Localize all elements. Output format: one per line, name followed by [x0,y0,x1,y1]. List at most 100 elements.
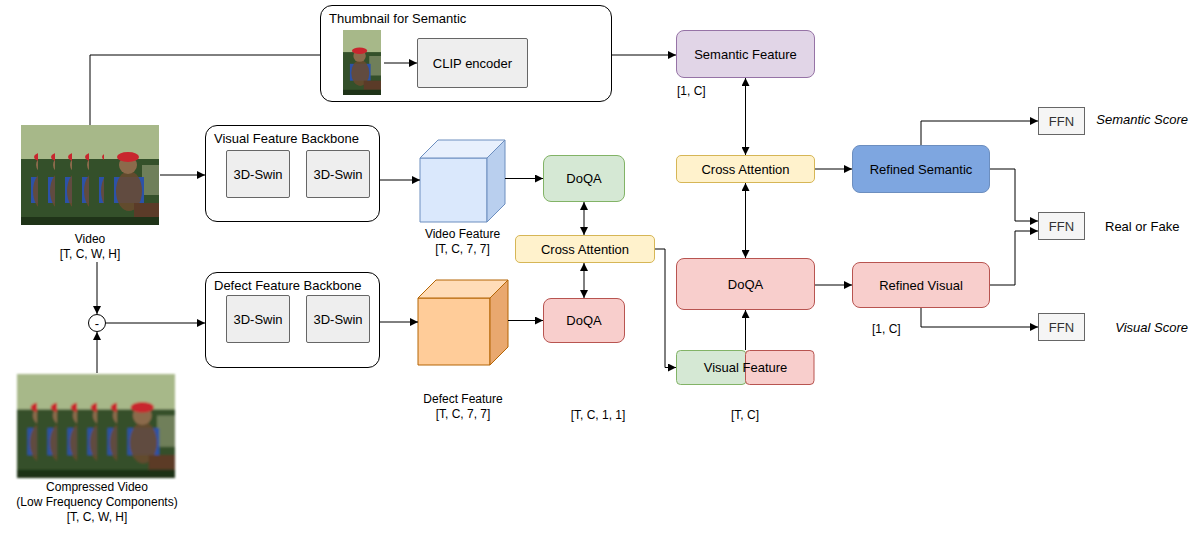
video-frames [21,125,159,225]
ffn-box: FFN [1038,212,1085,240]
node-label: 3D-Swin [313,312,362,327]
operator-outline [89,315,106,332]
swin-block: 3D-Swin [306,150,370,198]
flow-arrow [921,308,1038,327]
flow-arrow [815,169,852,170]
visual-feature-box: Visual Feature [676,350,815,385]
cube-front [418,298,490,365]
thumbnail-image [343,30,381,95]
flow-arrow [655,249,676,368]
output-label: Visual Score [1115,320,1188,335]
dimension-label: [1, C] [872,322,901,337]
panel-title: Defect Feature Backbone [214,278,361,293]
flow-arrow [745,310,746,350]
dimension-label: [1, C] [677,84,706,99]
ffn-box: FFN [1038,313,1085,341]
node-label: Cross Attention [701,162,789,177]
flow-arrow [508,320,543,321]
node-label: 3D-Swin [313,167,362,182]
node-label: CLIP encoder [433,56,512,71]
flow-arrow [97,262,98,314]
caption: [T, C, W, H] [67,510,128,525]
flow-arrow [584,202,585,235]
caption: Video [75,232,105,247]
doqa-box: DoQA [543,155,625,202]
attention-box: Cross Attention [676,155,815,183]
flow-arrow [990,169,1038,221]
thumbnail-panel: Thumbnail for SemanticCLIP encoder [320,5,612,102]
flow-arrow [90,55,320,125]
flow-arrow [97,332,98,373]
flow-arrow [380,180,420,181]
node-label: Cross Attention [541,242,629,257]
caption: Video Feature [425,227,500,242]
video-frames: Video[T, C, W, H] [20,125,160,262]
node-label: - [95,316,99,331]
refined-box: Refined Visual [852,262,990,308]
flow-arrow [990,231,1038,285]
node-label: Semantic Feature [694,47,797,62]
flow-arrow [505,178,543,179]
node-label: DoQA [566,313,601,328]
flow-arrow [380,322,418,323]
attention-box: Cross Attention [515,235,655,263]
compressed-frames [17,374,175,478]
swin-block: 3D-Swin [226,150,290,198]
panel-title: Visual Feature Backbone [214,131,359,146]
video-frames: Compressed Video(Low Frequency Component… [12,373,182,525]
node-label: Refined Visual [879,278,963,293]
dimension-label: [T, C, 1, 1] [571,408,626,423]
caption: Compressed Video [46,480,148,495]
node-label: DoQA [728,277,763,292]
frame [117,374,175,478]
defect-feature-cube [418,280,508,365]
swin-block: 3D-Swin [226,295,290,343]
frame [104,125,159,225]
cube-front [420,158,487,222]
flow-arrow [745,183,746,258]
refined-box: Refined Semantic [852,145,990,193]
doqa-box: DoQA [676,258,815,310]
caption: Defect Feature [423,392,502,407]
backbone-panel: Defect Feature Backbone 3D-Swin 3D-Swin [205,272,380,368]
cube-side [487,140,505,222]
node-label: Visual Feature [704,360,788,375]
feature-cube: Defect Feature[T, C, 7, 7] [418,280,508,422]
flow-arrow [815,285,852,286]
encoder-box: CLIP encoder [417,38,528,88]
flow-arrow [612,55,676,56]
node-label: 3D-Swin [233,312,282,327]
caption: [T, C, 7, 7] [435,242,490,257]
flow-arrow [921,121,1038,145]
node-label: FFN [1049,114,1074,129]
flow-arrow [160,175,205,176]
video-feature-cube [420,140,505,222]
feature-cube: Video Feature[T, C, 7, 7] [420,140,505,257]
caption: [T, C, W, H] [60,247,121,262]
node-label: FFN [1049,320,1074,335]
cube-side [490,280,508,365]
backbone-panel: Visual Feature Backbone 3D-Swin 3D-Swin [205,125,380,222]
ffn-box: FFN [1038,107,1085,135]
node-label: 3D-Swin [233,167,282,182]
caption: (Low Frequency Components) [16,495,177,510]
flow-arrow [584,263,585,298]
caption: [T, C, 7, 7] [436,407,491,422]
output-label: Semantic Score [1096,112,1188,127]
feature-box: Semantic Feature [676,30,815,78]
swin-block: 3D-Swin [306,295,370,343]
doqa-box: DoQA [543,298,625,343]
output-label: Real or Fake [1105,219,1179,234]
subtract-op: - [88,314,106,332]
dimension-label: [T, C] [731,408,759,423]
node-label: FFN [1049,219,1074,234]
thumbnail-arrow [384,63,417,64]
flow-arrow [745,78,746,155]
panel-title: Thumbnail for Semantic [329,11,466,26]
node-label: DoQA [566,171,601,186]
node-label: Refined Semantic [870,162,973,177]
flow-arrow [106,323,205,324]
